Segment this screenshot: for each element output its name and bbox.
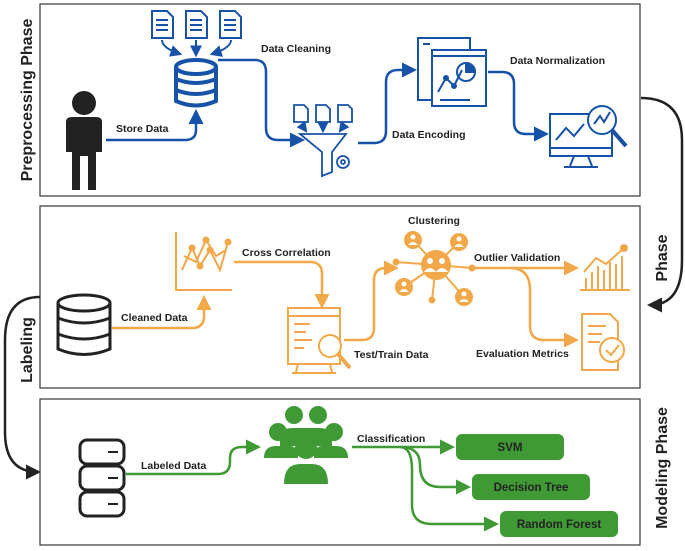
cleaned-data-label: Cleaned Data xyxy=(121,312,188,324)
classification-arrow-random-forest xyxy=(399,445,499,532)
document-icon xyxy=(151,10,174,39)
modeling-phase-label: Modeling Phase xyxy=(654,407,671,529)
document-icon xyxy=(219,10,242,39)
classification-arrow-decision-tree xyxy=(399,445,471,495)
classification-label: Classification xyxy=(357,433,425,445)
data-normalization-arrow xyxy=(488,70,549,142)
monitor-magnifier-icon xyxy=(549,105,628,168)
decision-tree-model-box: Decision Tree xyxy=(472,474,590,500)
data-normalization-label: Data Normalization xyxy=(510,55,605,67)
cluster-network-icon xyxy=(392,231,476,306)
labeled-data-label: Labeled Data xyxy=(141,460,207,472)
labeling-phase-label-left: Labeling xyxy=(19,317,36,383)
svm-label: SVM xyxy=(498,442,523,454)
random-forest-model-box: Random Forest xyxy=(500,511,618,537)
svm-model-box: SVM xyxy=(456,434,564,460)
line-chart-icon xyxy=(175,232,232,291)
clustering-label: Clustering xyxy=(408,215,460,227)
preprocessing-phase-label: Preprocessing Phase xyxy=(19,19,36,182)
phase-connector-label-to-model xyxy=(3,295,41,480)
cross-correlation-arrow xyxy=(234,260,330,309)
data-cleaning-arrow xyxy=(218,58,305,148)
database-icon xyxy=(174,58,218,108)
preprocessing-panel xyxy=(39,3,641,197)
random-forest-label: Random Forest xyxy=(517,519,602,531)
labeling-phase-label-right: Phase xyxy=(654,234,671,281)
server-icon xyxy=(78,438,126,518)
analytics-dashboard-icon xyxy=(417,37,487,107)
doc-to-database-arrows xyxy=(161,39,232,58)
user-group-icon xyxy=(264,406,348,484)
document-icon xyxy=(185,10,208,39)
decision-tree-label: Decision Tree xyxy=(494,482,569,494)
phase-connector-pre-to-label xyxy=(640,96,684,313)
cross-correlation-label: Cross Correlation xyxy=(242,247,331,259)
test-train-arrow xyxy=(344,260,399,342)
store-data-arrow xyxy=(106,109,204,142)
labeled-data-arrow xyxy=(126,439,261,476)
test-train-label: Test/Train Data xyxy=(354,349,429,361)
data-encoding-label: Data Encoding xyxy=(392,129,466,141)
outlier-validation-label: Outlier Validation xyxy=(474,252,560,264)
code-search-monitor-icon xyxy=(287,307,352,374)
data-cleaning-label: Data Cleaning xyxy=(261,43,331,55)
evaluation-metrics-arrow xyxy=(509,266,579,348)
report-check-icon xyxy=(581,313,625,371)
evaluation-metrics-label: Evaluation Metrics xyxy=(476,348,569,360)
cleaned-data-arrow xyxy=(112,295,212,330)
person-icon xyxy=(66,91,102,190)
data-encoding-arrow xyxy=(358,62,417,145)
bar-trend-chart-icon xyxy=(580,244,630,291)
store-data-label: Store Data xyxy=(116,123,169,135)
funnel-gear-icon xyxy=(293,104,353,178)
database-icon xyxy=(56,293,112,356)
